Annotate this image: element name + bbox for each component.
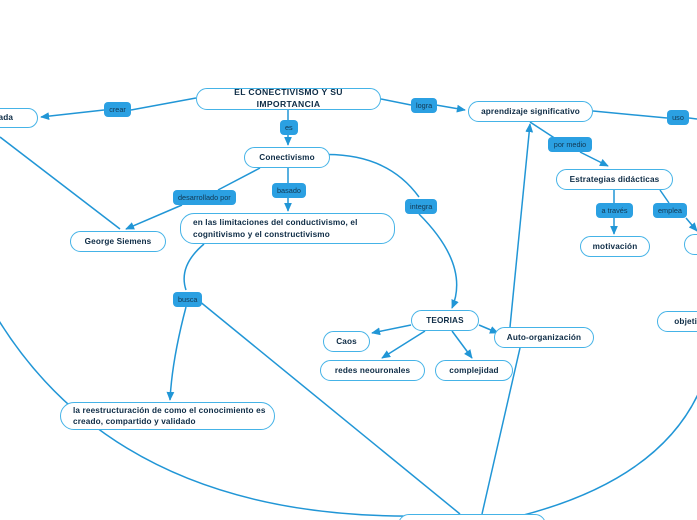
mindmap-node[interactable]: George Siemens [70,231,166,252]
edge-label[interactable]: integra [405,199,438,214]
mindmap-node[interactable]: Estrategias didácticas [556,169,673,190]
edge-connector [688,117,697,120]
edge-label[interactable]: por medio [548,137,592,152]
edge-connector [685,217,697,232]
edge-connector [166,306,187,401]
mindmap-node[interactable]: redes neouronales [320,360,425,381]
edge-label[interactable]: es [280,120,298,135]
mindmap-node[interactable]: la reestructuración de como el conocimie… [60,402,275,430]
edge-connector [313,153,420,198]
edge-connector [371,324,412,336]
edge-label[interactable]: a través [596,203,633,218]
edge-connector [592,110,668,119]
mindmap-node[interactable]: motivación [580,236,650,257]
edge-label[interactable]: emplea [653,203,687,218]
mindmap-node[interactable] [684,234,697,255]
edge-connector [380,98,412,106]
edge-connector [579,151,609,167]
edge-connector [130,97,197,111]
mindmap-node[interactable]: complejidad [435,360,513,381]
edge-connector [519,394,697,517]
mindmap-node[interactable]: ctada [0,108,38,128]
edge-connector [659,189,670,204]
edge-connector [125,204,183,230]
edge-label[interactable]: uso [667,110,689,125]
edge-label[interactable]: desarrollado por [173,190,236,205]
mindmap-node[interactable]: aprendizaje significativo [468,101,593,122]
mindmap-node[interactable]: TEORIAS [411,310,479,331]
edge-label[interactable]: basado [272,183,306,198]
edge-connector [451,330,473,359]
edge-label[interactable]: logra [411,98,438,113]
edge-connector [217,167,261,191]
edge-connector [381,330,426,359]
mindmap-node[interactable]: Conectivismo [244,147,330,168]
mindmap-node[interactable]: objetiv [657,311,697,332]
edge-connector [183,243,205,291]
mindmap-node[interactable] [398,514,546,520]
mindmap-node[interactable]: en las limitaciones del conductivismo, e… [180,213,395,244]
edge-connector [435,104,466,113]
edge-connector [509,123,534,328]
edge-connector [418,213,459,309]
edge-label[interactable]: busca [173,292,203,307]
edge-connector [0,136,121,230]
mindmap-node[interactable]: EL CONECTIVISMO Y SU IMPORTANCIA [196,87,381,110]
edge-connector [40,109,105,120]
mindmap-node[interactable]: Caos [323,331,370,352]
mindmap-node[interactable]: Auto-organización [494,327,594,348]
edge-label[interactable]: crear [104,102,131,117]
